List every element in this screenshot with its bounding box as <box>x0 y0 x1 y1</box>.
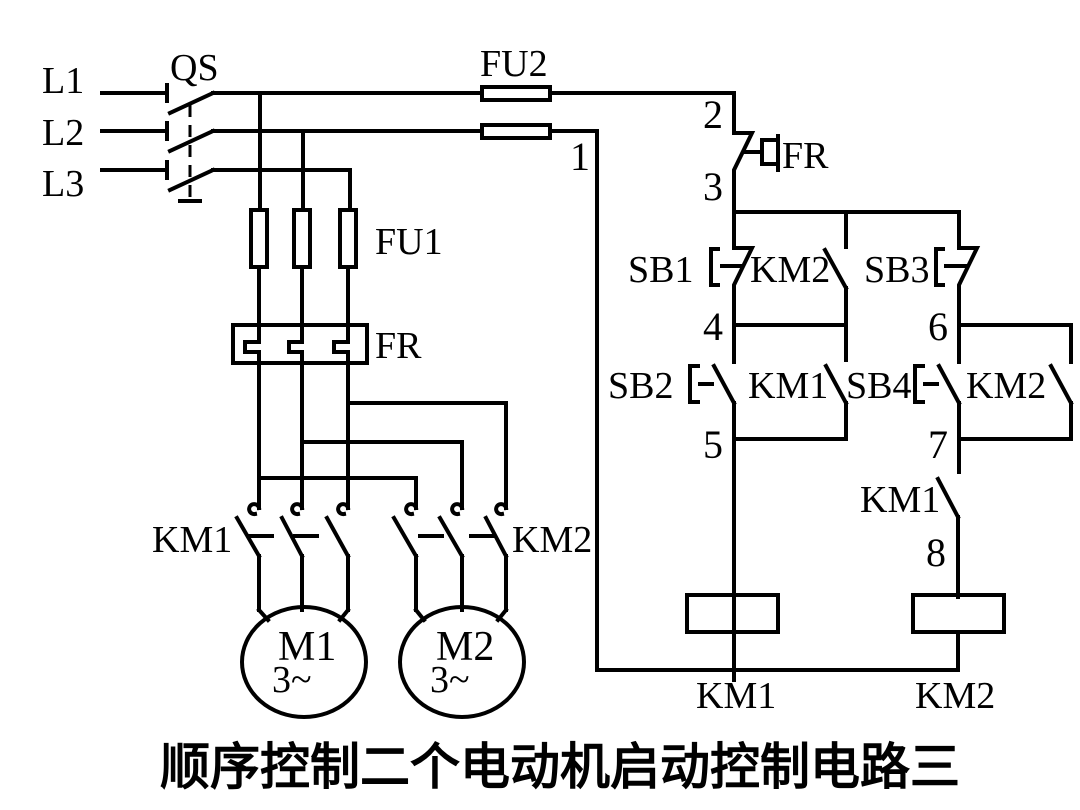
label-km2-selflock: KM2 <box>966 365 1046 407</box>
label-m2: M2 <box>436 624 494 670</box>
label-l2: L2 <box>42 112 84 154</box>
power-input-lines <box>100 83 169 180</box>
motor-m1 <box>240 605 368 719</box>
label-coil-km2: KM2 <box>915 675 995 717</box>
km1-main-contacts <box>234 502 351 612</box>
fu1-fuses <box>249 208 358 329</box>
label-m1: M1 <box>278 624 336 670</box>
label-m2-rating: 3~ <box>430 659 470 701</box>
label-l1: L1 <box>42 60 84 102</box>
label-km1-main: KM1 <box>152 519 232 561</box>
node-3: 3 <box>703 164 723 209</box>
km1-self-lock-contact <box>732 363 849 441</box>
node6-bridge <box>957 323 1073 364</box>
km1-interlock-contact <box>935 476 961 599</box>
node-7: 7 <box>928 422 948 467</box>
label-km2-upper: KM2 <box>750 249 830 291</box>
label-coil-km1: KM1 <box>696 675 776 717</box>
label-km2-main: KM2 <box>512 519 592 561</box>
node-5: 5 <box>703 422 723 467</box>
label-l3: L3 <box>42 163 84 205</box>
node-8: 8 <box>926 530 946 575</box>
diagram-title: 顺序控制二个电动机启动控制电路三 <box>160 738 960 796</box>
coil-km2 <box>911 593 1006 672</box>
label-sb2: SB2 <box>608 365 673 407</box>
fu2-fuses <box>480 85 960 672</box>
label-fr-contact: FR <box>782 135 829 177</box>
km2-self-lock-contact <box>957 363 1074 441</box>
label-fu1: FU1 <box>375 221 443 263</box>
label-fr: FR <box>375 325 422 367</box>
node-1: 1 <box>570 134 590 179</box>
sb1-stop-button <box>709 210 756 329</box>
fr-thermal-relay <box>231 323 369 365</box>
coil-km1 <box>685 593 780 672</box>
label-sb3: SB3 <box>864 249 929 291</box>
fr-nc-contact <box>732 91 780 214</box>
km2-main-contacts <box>391 502 509 612</box>
label-km1-selflock: KM1 <box>748 365 828 407</box>
motor-feed-wires <box>257 361 508 510</box>
label-qs: QS <box>170 47 219 89</box>
motor-m2 <box>398 605 526 719</box>
label-km1-interlock: KM1 <box>860 479 940 521</box>
label-sb1: SB1 <box>628 249 693 291</box>
label-m1-rating: 3~ <box>272 659 312 701</box>
qs-switch <box>167 90 216 203</box>
node-6: 6 <box>928 304 948 349</box>
node3-bus <box>732 210 961 250</box>
label-sb4: SB4 <box>846 365 911 407</box>
node-4: 4 <box>703 304 723 349</box>
main-bus <box>211 91 484 212</box>
label-fu2: FU2 <box>480 43 548 85</box>
node-2: 2 <box>703 92 723 137</box>
